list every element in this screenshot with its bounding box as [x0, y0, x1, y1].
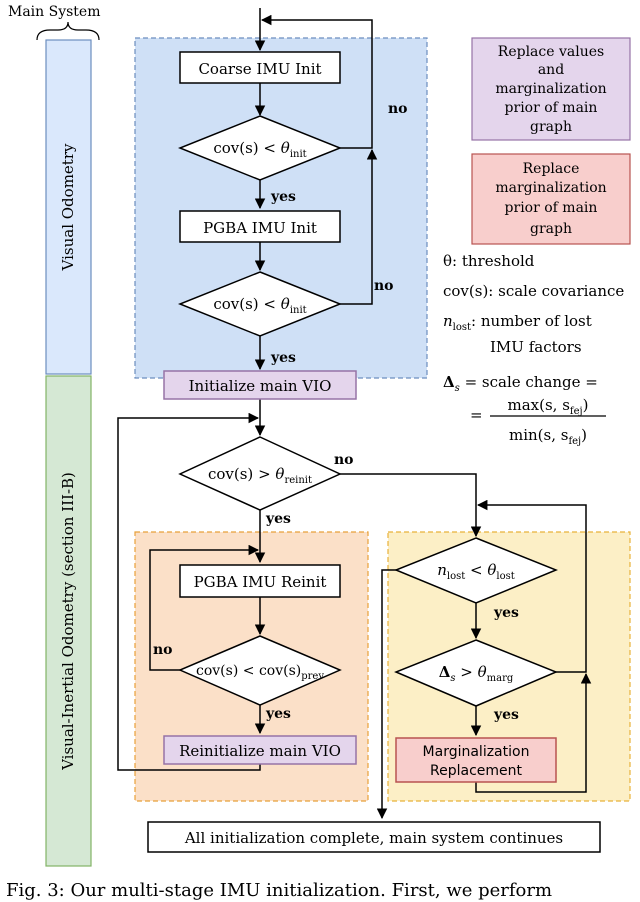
- coarse-imu-init-box: [179, 51, 341, 84]
- decision-6-text: Δs > θmarg: [439, 663, 514, 684]
- reinitialize-main-vio-label: Reinitialize main VIO: [179, 742, 341, 760]
- arrow-d5-no: [376, 569, 400, 820]
- initialize-main-vio-box: [163, 370, 357, 400]
- main-system-brace: [36, 21, 100, 41]
- main-system-label: Main System: [8, 4, 101, 20]
- legend-delta-num: max(s, sfej): [507, 396, 588, 417]
- arrow-d4-no-loop: [149, 544, 260, 671]
- legend-purple-line-5: graph: [530, 119, 572, 135]
- label-d1-no: no: [388, 101, 408, 117]
- initialize-main-vio-label: Initialize main VIO: [189, 377, 332, 395]
- arrow-d2-no-loop: [340, 148, 378, 305]
- legend-red-box: [471, 153, 631, 245]
- label-d5-yes: yes: [493, 605, 519, 621]
- decision-3-text: cov(s) > θreinit: [208, 465, 312, 486]
- visual-odometry-bar: [45, 39, 92, 375]
- legend-purple-line-3: marginalization: [495, 81, 606, 97]
- decision-4-text: cov(s) < cov(s)prev: [196, 663, 324, 682]
- arrow-reinit-loop: [117, 412, 261, 771]
- pgba-imu-reinit-label: PGBA IMU Reinit: [194, 573, 327, 591]
- legend-purple-line-2: and: [538, 62, 564, 78]
- arrow-d3-no: [340, 473, 482, 538]
- decision-delta-gt-thetamarg: [394, 639, 558, 707]
- pgba-imu-init-label: PGBA IMU Init: [203, 219, 317, 237]
- arrow-d6-no-loop: [476, 499, 587, 673]
- visual-inertial-odometry-bar: [45, 375, 92, 867]
- legend-red-line-1: Replace: [523, 161, 580, 177]
- decision-nlost-lt-thetalost: [394, 537, 558, 604]
- legend-delta-1: Δs = scale change =: [443, 373, 598, 394]
- label-d4-yes: yes: [265, 706, 291, 722]
- marginalization-replacement-box: [395, 737, 557, 783]
- coarse-imu-init-label: Coarse IMU Init: [198, 60, 321, 78]
- legend-purple-line-4: prior of main: [505, 100, 598, 116]
- marginalization-replacement-label-1: Marginalization: [423, 744, 530, 760]
- decision-cov-gt-reinit: [178, 436, 342, 511]
- pgba-imu-init-box: [179, 210, 341, 243]
- reinitialize-main-vio-box: [163, 735, 357, 765]
- label-d2-no: no: [374, 278, 394, 294]
- legend-covariance: cov(s): scale covariance: [443, 282, 624, 300]
- final-box: [147, 821, 601, 853]
- legend-red-line-4: graph: [530, 221, 572, 237]
- label-d2-yes: yes: [270, 350, 296, 366]
- legend-delta-den: min(s, sfej): [509, 426, 587, 447]
- figure-caption: Fig. 3: Our multi-stage IMU initializati…: [6, 880, 553, 901]
- legend-delta-eq: =: [470, 406, 483, 424]
- pgba-imu-reinit-box: [179, 564, 341, 598]
- label-d1-yes: yes: [270, 189, 296, 205]
- decision-cov-lt-init-2: [177, 271, 343, 337]
- legend-red-line-3: prior of main: [505, 200, 598, 216]
- final-label: All initialization complete, main system…: [184, 829, 563, 847]
- decision-5-text: nlost < θlost: [437, 561, 515, 582]
- label-d4-no: no: [153, 642, 173, 658]
- decision-cov-lt-prev: [178, 635, 342, 706]
- decision-cov-lt-init-1: [177, 115, 343, 181]
- arrow-d1-no-loop: [260, 14, 373, 149]
- arrow-marg-loop: [475, 672, 592, 793]
- marginalization-replacement-label-2: Replacement: [430, 763, 523, 779]
- label-d3-yes: yes: [265, 511, 291, 527]
- legend-nlost-2: IMU factors: [490, 338, 582, 356]
- label-d6-yes: yes: [493, 707, 519, 723]
- legend-red-line-2: marginalization: [495, 180, 606, 196]
- visual-odometry-label: Visual Odometry: [59, 143, 77, 271]
- decision-1-text: cov(s) < θinit: [213, 139, 306, 160]
- legend-threshold: θ: threshold: [443, 252, 535, 270]
- legend-purple-line-1: Replace values: [498, 44, 604, 60]
- label-d3-no: no: [334, 452, 354, 468]
- visual-inertial-odometry-label: Visual-Inertial Odometry (section III-B): [59, 472, 77, 771]
- legend-purple-box: [471, 37, 631, 141]
- decision-2-text: cov(s) < θinit: [213, 295, 306, 316]
- legend-nlost-1: nlost: number of lost: [443, 312, 592, 333]
